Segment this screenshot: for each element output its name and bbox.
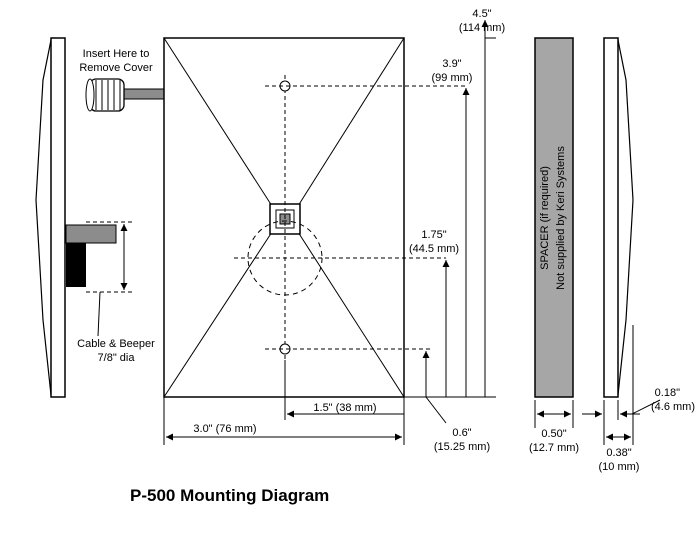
screwdriver-icon xyxy=(85,78,167,112)
cable-label-line2: 7/8" dia xyxy=(98,352,136,364)
right-side-view xyxy=(582,37,661,445)
spacer-label-line1: SPACER (if required) xyxy=(539,166,551,270)
spacer-view xyxy=(534,37,574,428)
dim-1-75-mm: (44.5 mm) xyxy=(409,243,459,255)
dim-4-5-mm: (114 mm) xyxy=(459,22,505,34)
insert-label-line1: Insert Here to xyxy=(83,48,150,60)
dim-0-6-in: 0.6" xyxy=(452,427,471,439)
cable-label-line1: Cable & Beeper xyxy=(77,338,155,350)
dim-0-6-mm: (15.25 mm) xyxy=(434,441,490,453)
front-dimensions xyxy=(163,20,496,445)
front-view xyxy=(163,37,466,398)
dim-0-50-in: 0.50" xyxy=(541,428,566,440)
diagram-caption: P-500 Mounting Diagram xyxy=(130,486,330,505)
spacer-label-line2: Not supplied by Keri Systems xyxy=(555,146,567,290)
dim-4-5-in: 4.5" xyxy=(472,8,491,20)
dim-0-50-mm: (12.7 mm) xyxy=(529,442,579,454)
left-side-view xyxy=(35,37,132,398)
dim-3-9-mm: (99 mm) xyxy=(432,72,473,84)
dim-0-18-mm: (4.6 mm) xyxy=(651,401,695,413)
labels: Insert Here to Remove Cover Cable & Beep… xyxy=(77,8,695,473)
insert-label-line2: Remove Cover xyxy=(79,62,153,74)
dim-1-75-in: 1.75" xyxy=(421,229,446,241)
dim-3-0: 3.0" (76 mm) xyxy=(193,423,256,435)
dim-0-18-in: 0.18" xyxy=(655,387,680,399)
dim-0-38-mm: (10 mm) xyxy=(599,461,640,473)
dim-3-9-in: 3.9" xyxy=(442,58,461,70)
dim-1-5: 1.5" (38 mm) xyxy=(313,402,376,414)
dim-0-38-in: 0.38" xyxy=(606,447,631,459)
